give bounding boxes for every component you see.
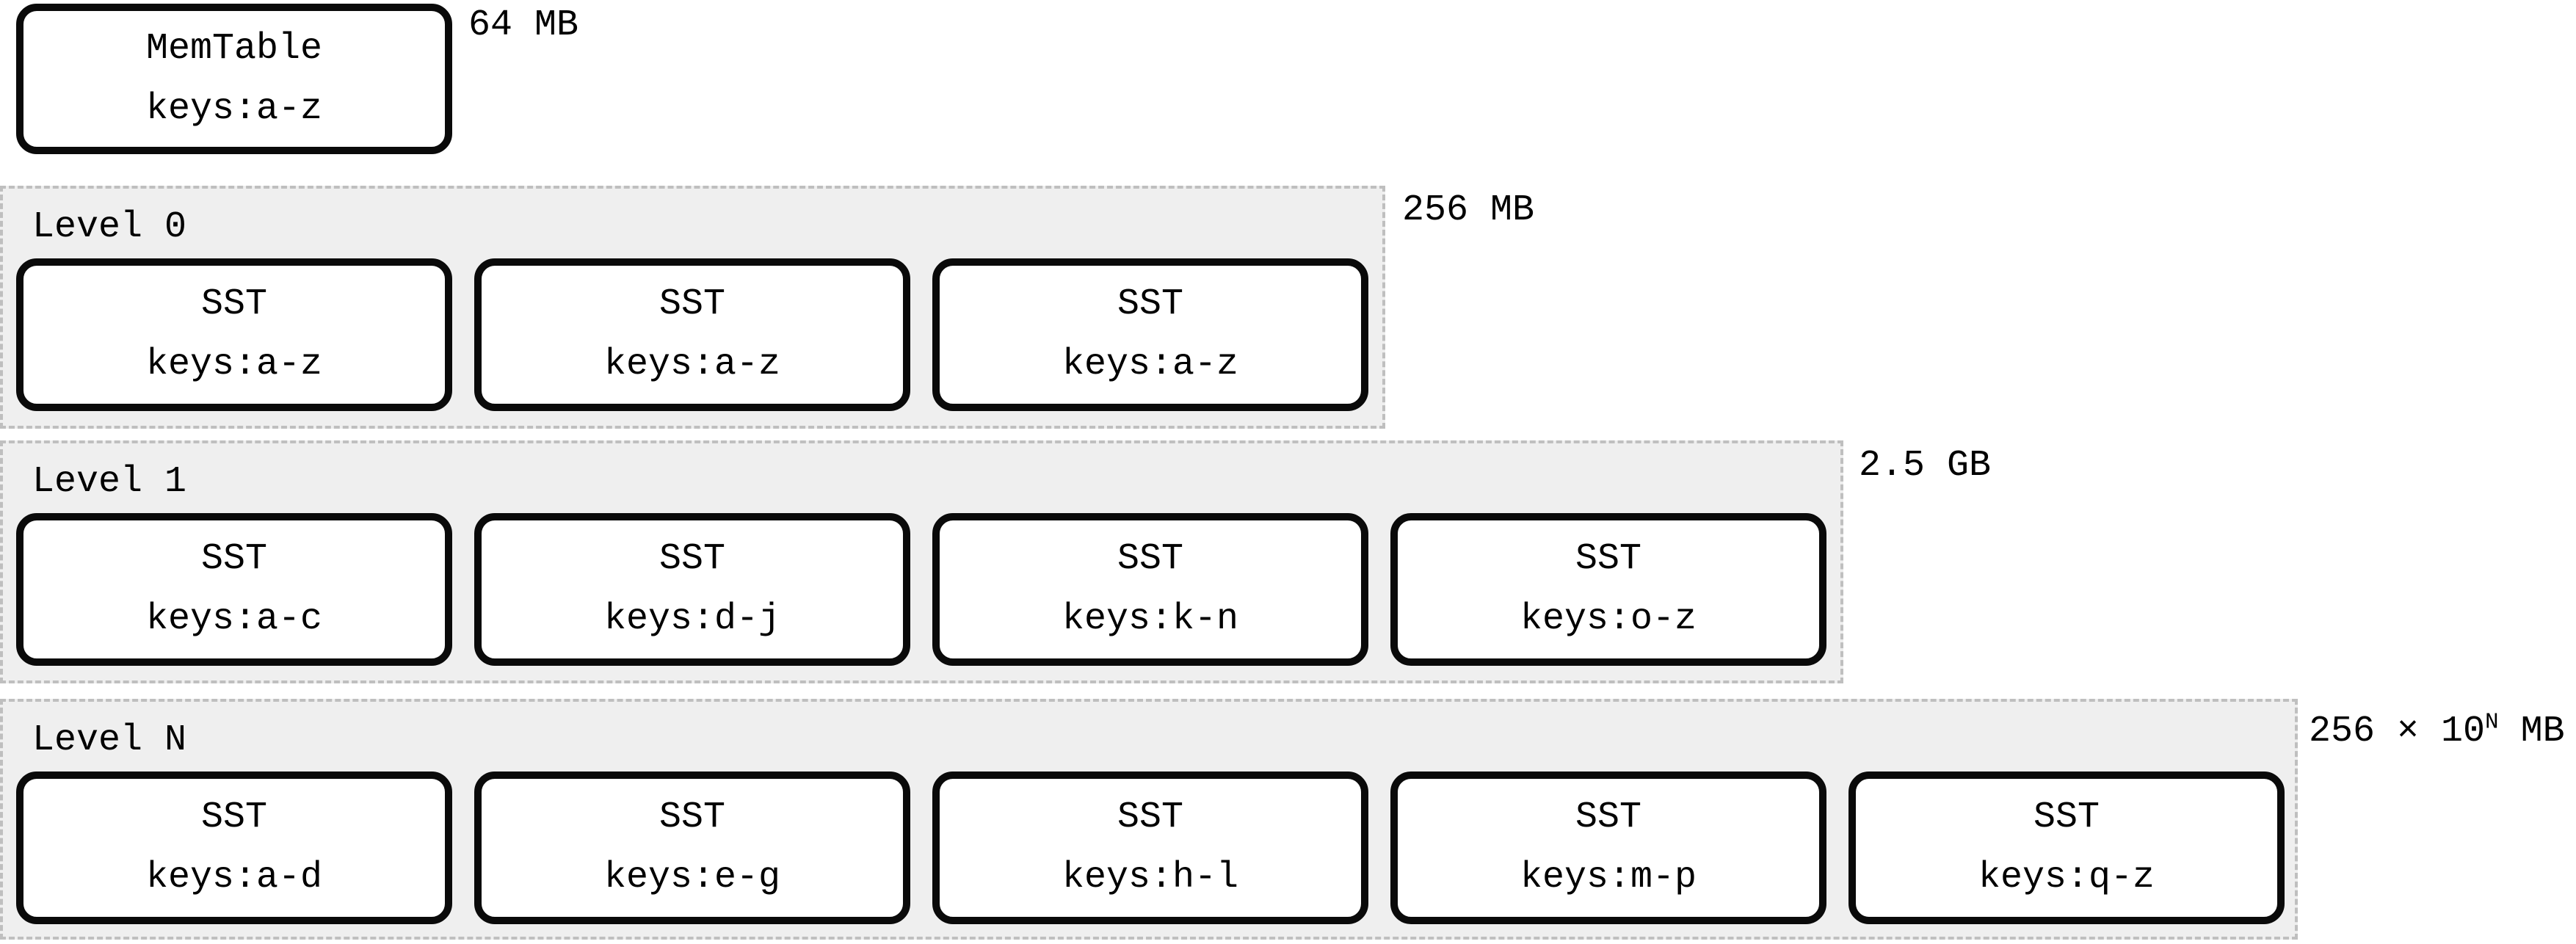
sst-keys: keys:d-j [603,598,781,640]
sst-title: SST [200,283,267,325]
sst-box: SST keys:h-l [932,771,1368,924]
level-0-sst-row: SST keys:a-z SST keys:a-z SST keys:a-z [16,258,1368,411]
level-0-size-label: 256 MB [1402,188,1534,233]
size-text: 2.5 GB [1859,445,1992,487]
level-1-size-label: 2.5 GB [1859,443,1991,489]
sst-box: SST keys:a-z [474,258,910,411]
size-exponent: N [2485,709,2499,736]
level-n-size-label: 256 × 10N MB [2309,709,2565,755]
level-1-container: Level 1 SST keys:a-c SST keys:d-j SST ke… [0,440,1843,683]
sst-keys: keys:m-p [1520,857,1697,898]
sst-box: SST keys:o-z [1390,513,1826,666]
sst-keys: keys:a-z [603,344,781,385]
level-1-sst-row: SST keys:a-c SST keys:d-j SST keys:k-n S… [16,513,1826,666]
sst-box: SST keys:k-n [932,513,1368,666]
sst-keys: keys:q-z [1978,857,2155,898]
level-1-label: Level 1 [32,461,187,503]
sst-keys: keys:h-l [1062,857,1239,898]
sst-keys: keys:a-c [145,598,323,640]
memtable-box: MemTable keys:a-z [16,4,452,154]
level-n-container: Level N SST keys:a-d SST keys:e-g SST ke… [0,699,2298,940]
sst-title: SST [200,538,267,580]
sst-box: SST keys:d-j [474,513,910,666]
sst-title: SST [1575,796,1641,838]
sst-keys: keys:o-z [1520,598,1697,640]
size-unit: MB [2498,711,2565,752]
sst-box: SST keys:m-p [1390,771,1826,924]
sst-box: SST keys:a-d [16,771,452,924]
memtable-title: MemTable [145,27,323,70]
sst-keys: keys:e-g [603,857,781,898]
sst-box: SST keys:a-c [16,513,452,666]
sst-title: SST [1117,283,1183,325]
sst-title: SST [1117,538,1183,580]
sst-title: SST [1575,538,1641,580]
sst-title: SST [1117,796,1183,838]
sst-box: SST keys:a-z [16,258,452,411]
sst-box: SST keys:a-z [932,258,1368,411]
level-n-sst-row: SST keys:a-d SST keys:e-g SST keys:h-l S… [16,771,2285,924]
sst-title: SST [2033,796,2100,838]
level-n-label: Level N [32,719,187,761]
sst-title: SST [658,538,725,580]
sst-title: SST [200,796,267,838]
sst-keys: keys:k-n [1062,598,1239,640]
sst-box: SST keys:e-g [474,771,910,924]
sst-keys: keys:a-z [145,344,323,385]
memtable-size-label: 64 MB [468,4,579,46]
memtable-keys: keys:a-z [145,87,323,130]
size-text: 256 MB [1402,189,1535,231]
sst-title: SST [658,283,725,325]
sst-box: SST keys:q-z [1848,771,2285,924]
level-0-container: Level 0 SST keys:a-z SST keys:a-z SST ke… [0,186,1385,429]
sst-title: SST [658,796,725,838]
sst-keys: keys:a-d [145,857,323,898]
size-text: 256 × 10 [2309,711,2486,752]
level-0-label: Level 0 [32,206,187,248]
sst-keys: keys:a-z [1062,344,1239,385]
